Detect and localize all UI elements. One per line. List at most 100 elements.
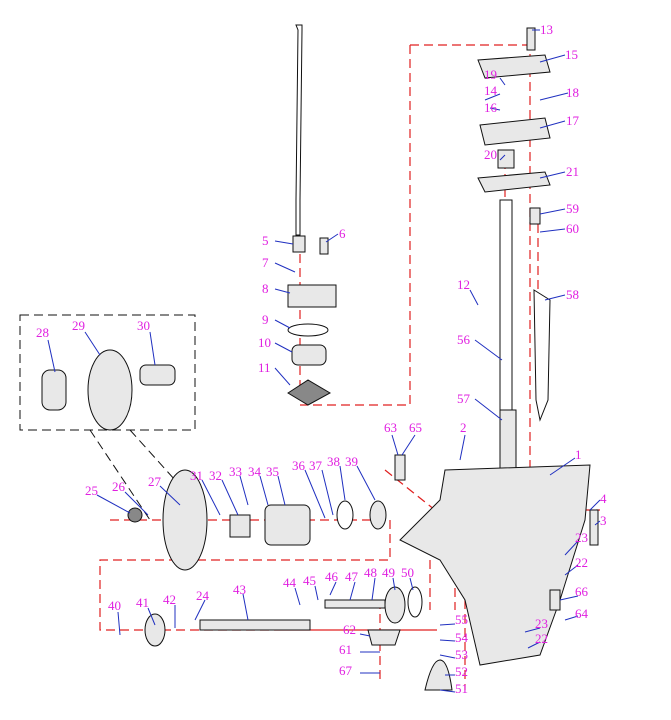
part-label: 1 [575, 447, 582, 462]
impeller-11 [287, 379, 332, 406]
part-66 [549, 589, 561, 611]
part-label: 55 [455, 612, 468, 627]
parts [41, 24, 599, 691]
part-label: 13 [540, 22, 553, 37]
part-label: 22 [575, 555, 588, 570]
tube-57 [499, 409, 517, 471]
part-label: 27 [148, 474, 162, 489]
part-label: 25 [85, 483, 98, 498]
part-label: 10 [258, 335, 271, 350]
spring-47 [324, 599, 386, 609]
part-label: 26 [112, 479, 126, 494]
shift-rod-58 [533, 289, 551, 422]
part-label: 50 [401, 565, 414, 580]
part-label: 44 [283, 575, 297, 590]
housing-17 [479, 117, 551, 146]
part-label: 23 [535, 616, 548, 631]
part-label: 11 [258, 360, 271, 375]
oring-38 [336, 500, 354, 530]
bolt-3 [589, 509, 599, 546]
part-label: 23 [575, 530, 588, 545]
part-label: 37 [309, 458, 323, 473]
part-label: 8 [262, 281, 269, 296]
bearing-carrier-35 [264, 504, 311, 546]
part-label: 9 [262, 312, 269, 327]
part-65 [394, 454, 406, 481]
part-label: 17 [566, 113, 580, 128]
part-label: 12 [457, 277, 470, 292]
part-label: 39 [345, 454, 358, 469]
nut-25 [127, 507, 143, 523]
part-label: 42 [163, 592, 176, 607]
part-label: 64 [575, 606, 589, 621]
insert-10 [291, 344, 327, 366]
part-62 [367, 629, 401, 646]
part-label: 20 [484, 147, 497, 162]
part-label: 57 [457, 391, 471, 406]
part-label: 58 [566, 287, 579, 302]
part-label: 30 [137, 318, 150, 333]
propeller-shaft-43 [199, 619, 311, 631]
part-label: 22 [535, 631, 548, 646]
part-59 [529, 207, 541, 225]
part-label: 6 [339, 226, 346, 241]
part-label: 52 [455, 664, 468, 679]
part-32 [229, 514, 251, 538]
part-label: 34 [248, 464, 262, 479]
bolt-13 [526, 27, 536, 51]
part-label: 36 [292, 458, 306, 473]
part-6 [319, 237, 329, 255]
part-label: 19 [484, 67, 497, 82]
part-label: 66 [575, 584, 589, 599]
plate-15 [477, 54, 551, 79]
part-label: 59 [566, 201, 579, 216]
part-label: 49 [382, 565, 395, 580]
part-5 [292, 235, 306, 253]
propeller-inset-box [19, 314, 196, 521]
part-label: 46 [325, 569, 339, 584]
gear-41 [144, 613, 166, 647]
part-label: 61 [339, 642, 352, 657]
part-label: 51 [455, 681, 468, 696]
part-30 [139, 364, 176, 386]
part-label: 32 [209, 468, 222, 483]
bushing-20 [497, 149, 515, 169]
part-label: 31 [190, 468, 203, 483]
part-label: 40 [108, 598, 121, 613]
part-label: 3 [600, 513, 607, 528]
driveshaft-56 [499, 199, 513, 421]
part-label: 43 [233, 582, 246, 597]
gear-49 [384, 586, 406, 624]
part-label: 4 [600, 491, 607, 506]
propeller-29 [87, 349, 133, 431]
part-label: 45 [303, 573, 316, 588]
shift-rod [295, 24, 303, 236]
part-labels: 13 15 19 14 18 16 17 20 21 59 60 5 6 7 8… [36, 22, 607, 696]
part-label: 14 [484, 83, 498, 98]
part-label: 62 [343, 622, 356, 637]
part-label: 53 [455, 647, 468, 662]
part-label: 54 [455, 630, 469, 645]
part-label: 67 [339, 663, 353, 678]
part-label: 60 [566, 221, 579, 236]
part-label: 47 [345, 569, 359, 584]
gasket-9 [287, 323, 329, 337]
part-label: 65 [409, 420, 422, 435]
part-label: 63 [384, 420, 397, 435]
washer-50 [407, 586, 423, 618]
part-label: 56 [457, 332, 471, 347]
part-label: 18 [566, 85, 579, 100]
part-label: 5 [262, 233, 269, 248]
propeller-27 [162, 469, 208, 571]
part-label: 2 [460, 420, 467, 435]
pump-housing-8 [287, 284, 337, 308]
part-label: 41 [136, 595, 149, 610]
part-label: 21 [566, 164, 579, 179]
part-label: 48 [364, 565, 377, 580]
part-label: 24 [196, 588, 210, 603]
part-label: 15 [565, 47, 578, 62]
part-label: 38 [327, 454, 340, 469]
part-label: 35 [266, 464, 279, 479]
leader-lines [47, 29, 601, 693]
